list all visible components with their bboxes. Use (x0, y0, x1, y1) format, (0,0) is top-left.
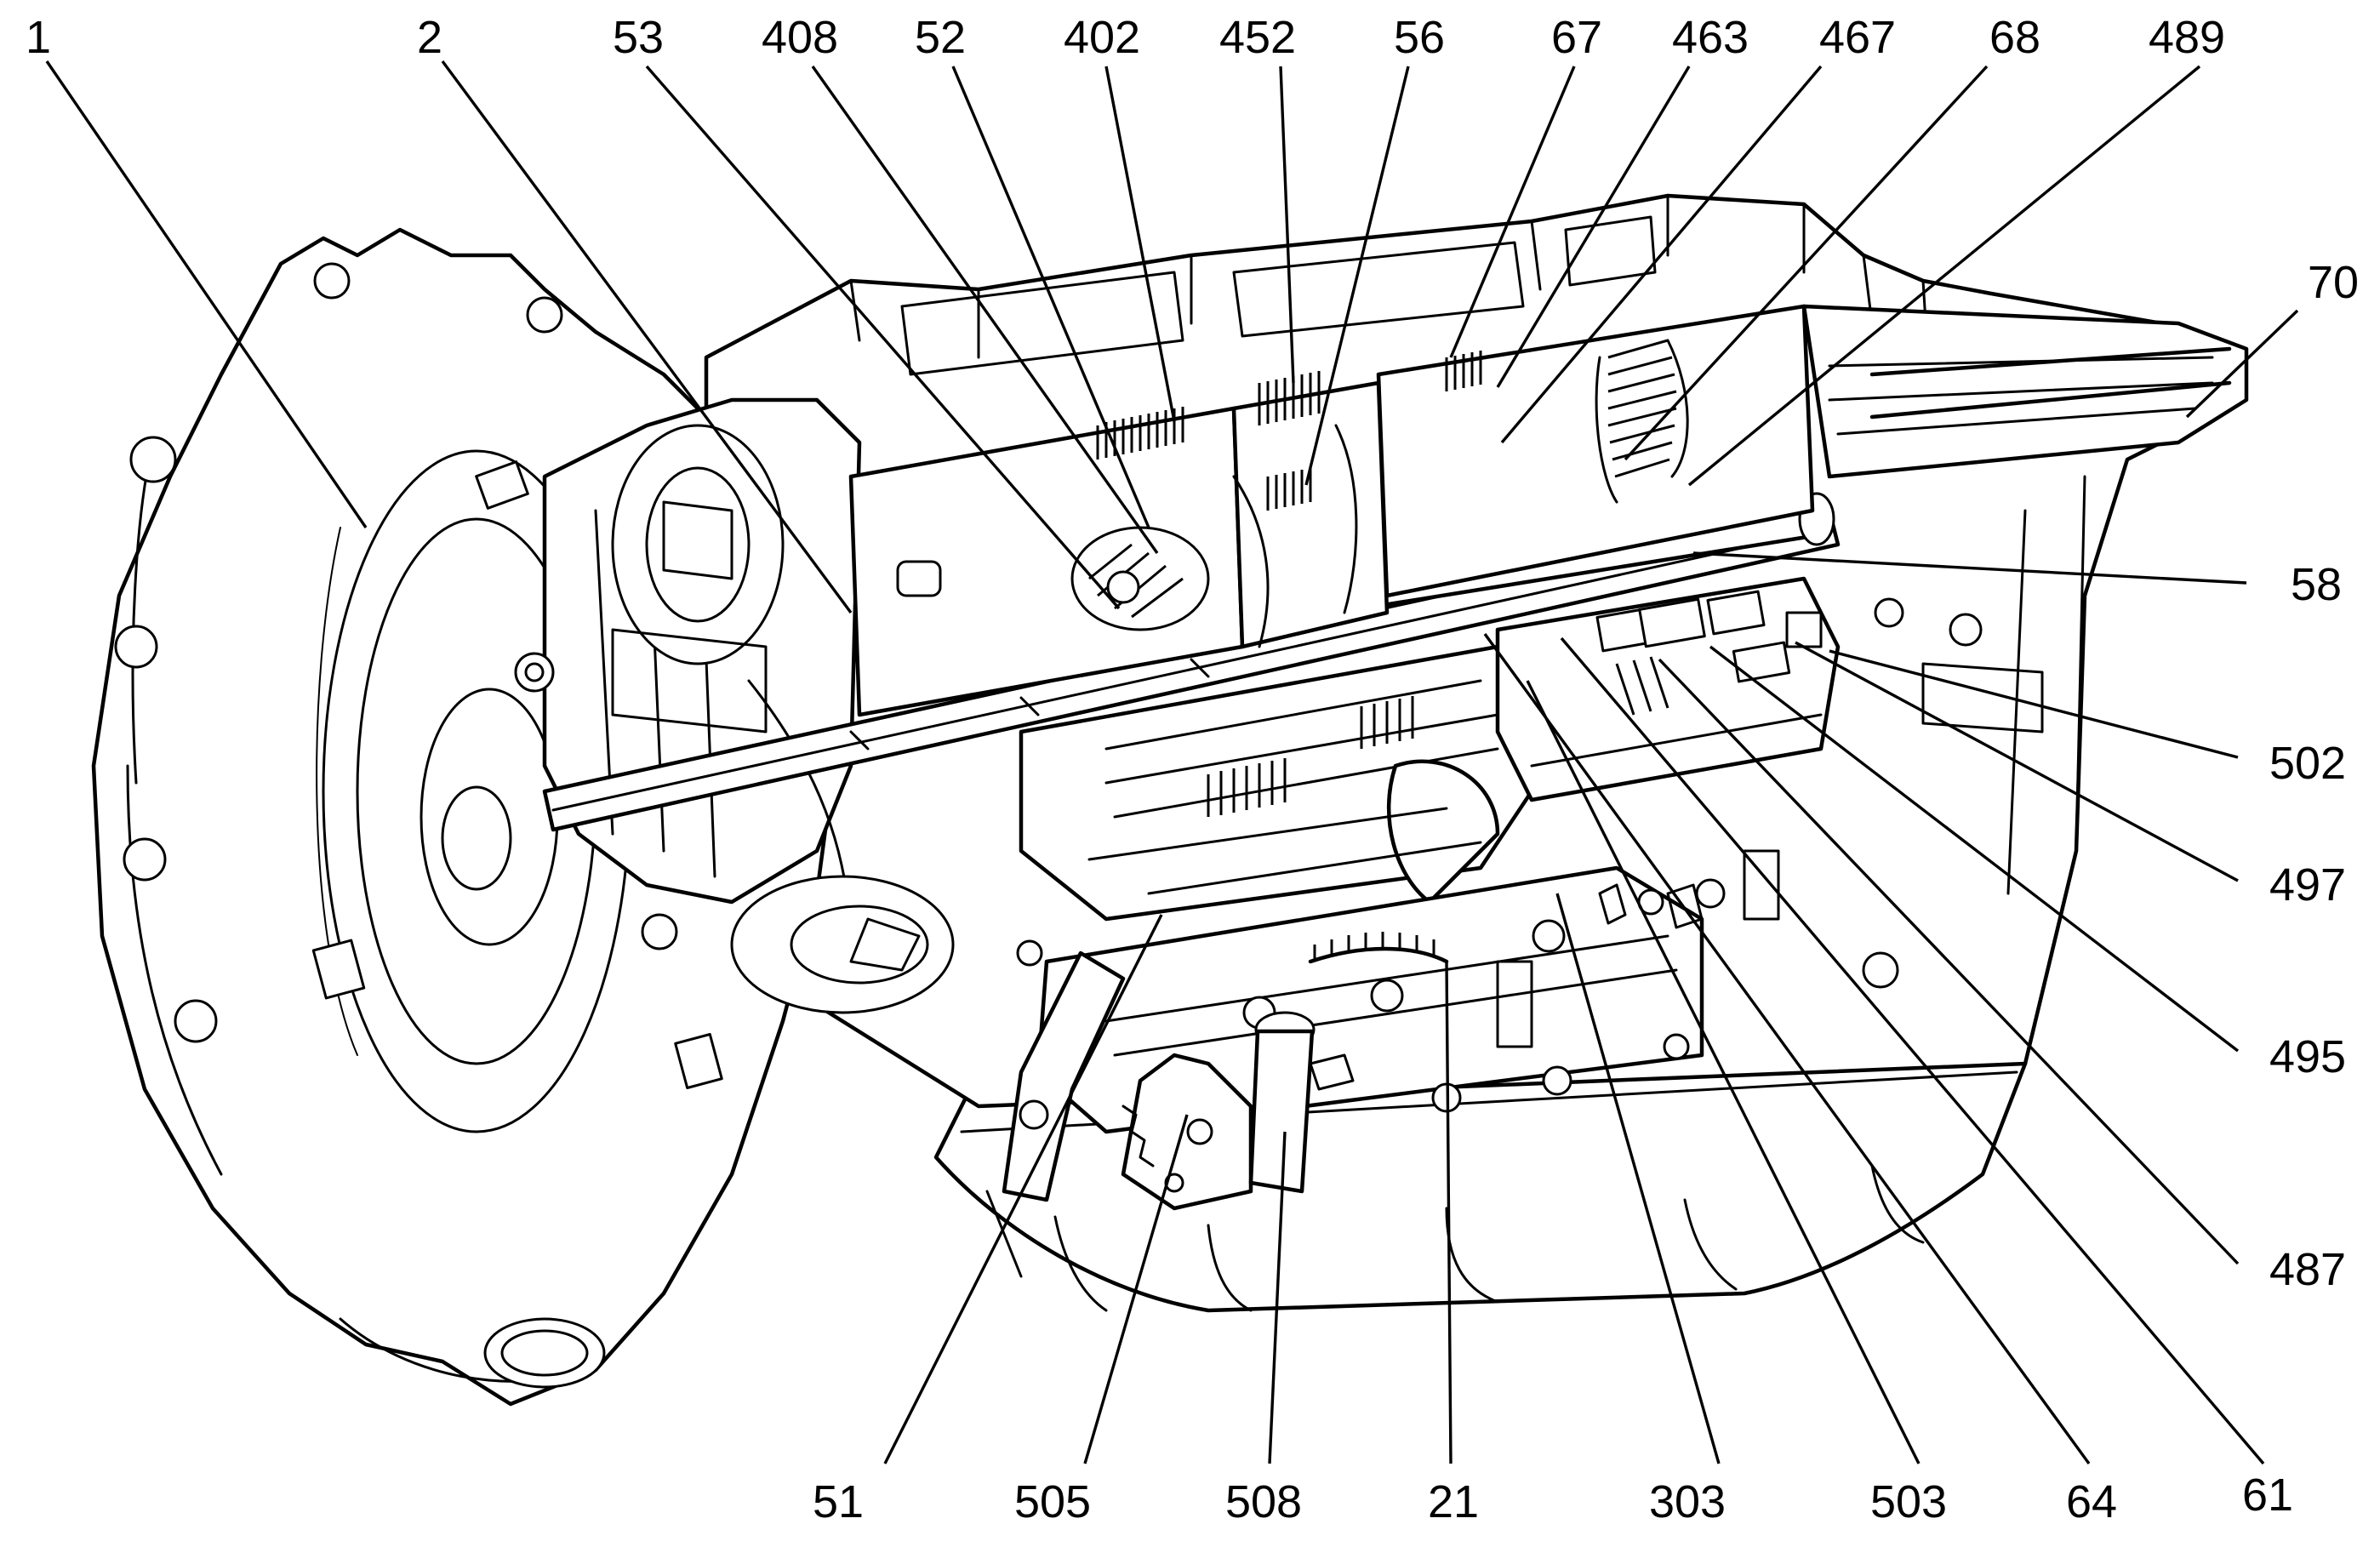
leader-502 (1829, 649, 2239, 759)
leader-467 (1500, 65, 1823, 444)
leader-53 (645, 65, 1121, 610)
leader-52 (951, 66, 1150, 528)
leader-70 (2185, 309, 2299, 419)
valve-body (1002, 865, 1704, 1211)
callout-402: 402 (1064, 12, 1140, 63)
leader-67 (1449, 66, 1576, 358)
callout-2: 2 (417, 12, 442, 63)
leader-503 (1526, 680, 1921, 1464)
leader-64 (1483, 632, 2091, 1465)
callout-303: 303 (1649, 1476, 1726, 1527)
gearset-lower (1019, 644, 1551, 922)
callout-56: 56 (1394, 12, 1445, 63)
leader-51 (883, 914, 1163, 1464)
clutch-plates-467 (1445, 351, 1482, 391)
callout-67: 67 (1551, 12, 1602, 63)
callout-51: 51 (813, 1476, 864, 1527)
leader-68 (1624, 65, 1989, 461)
callout-489: 489 (2149, 12, 2225, 63)
leader-487 (1658, 658, 2240, 1265)
leader-495 (1709, 645, 2240, 1053)
rear-gearset (1495, 576, 1841, 802)
fastener-details (1016, 597, 1904, 967)
gear-teeth-489 (1595, 339, 1689, 504)
leader-2 (441, 60, 853, 614)
callout-505: 505 (1014, 1476, 1091, 1527)
leader-1 (45, 60, 368, 528)
leader-58 (1692, 551, 2247, 585)
callout-1: 1 (26, 12, 51, 63)
callout-58: 58 (2291, 559, 2342, 610)
callout-53: 53 (613, 12, 664, 63)
callout-452: 452 (1219, 12, 1296, 63)
callout-70: 70 (2308, 257, 2359, 308)
leader-489 (1687, 65, 2201, 487)
leader-497 (1795, 641, 2239, 882)
callout-467: 467 (1819, 12, 1896, 63)
leader-303 (1555, 893, 1721, 1464)
callout-408: 408 (762, 12, 838, 63)
callout-labels: 1 2 53 408 52 402 452 56 67 463 467 68 4… (26, 12, 2359, 1527)
callout-497: 497 (2269, 859, 2346, 910)
clutch-plates-452 (1258, 371, 1321, 511)
leader-402 (1104, 66, 1176, 422)
callout-503: 503 (1870, 1476, 1947, 1527)
callout-68: 68 (1989, 12, 2040, 63)
leader-56 (1304, 66, 1410, 486)
callout-487: 487 (2269, 1244, 2346, 1295)
leader-463 (1496, 66, 1691, 388)
callout-463: 463 (1672, 12, 1749, 63)
transmission-illustration (91, 193, 2249, 1407)
callout-21: 21 (1428, 1476, 1479, 1527)
clutch-plates-402 (1096, 407, 1184, 459)
leader-505 (1083, 1114, 1189, 1464)
callout-495: 495 (2269, 1031, 2346, 1082)
callout-502: 502 (2269, 738, 2346, 789)
leader-408 (811, 66, 1159, 554)
callout-508: 508 (1225, 1476, 1302, 1527)
callout-52: 52 (915, 12, 966, 63)
callout-64: 64 (2066, 1476, 2117, 1527)
callout-61: 61 (2242, 1470, 2293, 1521)
leader-452 (1279, 66, 1295, 384)
callout-leaders (45, 60, 2299, 1465)
leader-21 (1445, 961, 1453, 1464)
leader-508 (1268, 1131, 1287, 1464)
leader-61 (1560, 636, 2265, 1465)
